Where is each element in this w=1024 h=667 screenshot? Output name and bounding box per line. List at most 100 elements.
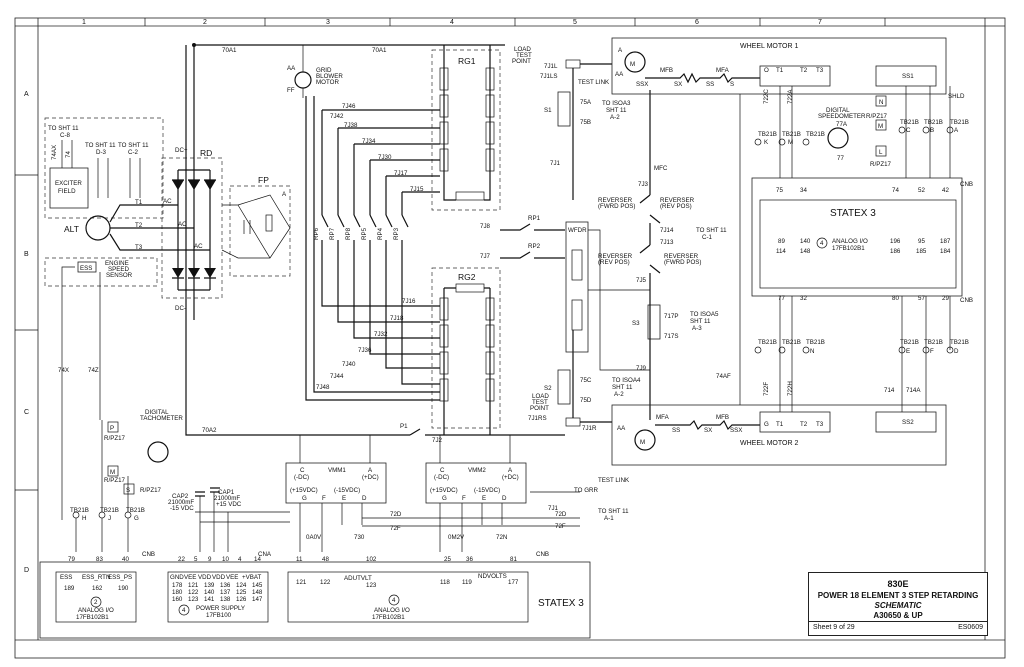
vmm2-label: VMM2 [468, 467, 486, 474]
wm2-t2: T2 [800, 421, 808, 428]
ps-vdd: VDD [198, 574, 212, 581]
wm1-sx: SX [674, 81, 682, 88]
title-model: 830E [887, 579, 909, 589]
wire-74x: 74X [58, 367, 69, 374]
bot-189: 189 [64, 585, 75, 592]
rev-fwd-a-1: REVERSER [598, 197, 633, 204]
speedo-n: N [879, 99, 883, 106]
cna-pin-4: 4 [238, 556, 242, 563]
ps-vee2: VEE [226, 574, 238, 581]
st-mid-114: 114 [776, 248, 786, 255]
wire-7j2: 7J2 [432, 437, 443, 444]
tb21b-mid [754, 346, 954, 354]
st-mid-95: 95 [918, 238, 925, 245]
s2-shunt [557, 369, 571, 405]
wire-74af: 74AF [716, 373, 731, 380]
tachometer-2: TACHOMETER [140, 415, 183, 422]
tb21b-6: TB21B [950, 119, 969, 126]
col-label-5: 5 [573, 19, 577, 26]
rpin-11: 11 [296, 556, 303, 563]
ltp-bot-1: LOAD [532, 393, 549, 400]
tb21b-2: TB21B [782, 131, 801, 138]
digital-speedometer [827, 127, 849, 149]
cna-pin-22: 22 [178, 556, 185, 563]
ps-160: 160 [172, 596, 183, 603]
wire-7j30: 7J30 [378, 154, 392, 161]
wm1-terminal-strip [759, 65, 831, 87]
to-grr-label: TO GRR [574, 487, 598, 494]
wm1-mfa: MFA [716, 67, 730, 74]
wire-7j42: 7J42 [330, 113, 344, 120]
st-mid-140: 140 [800, 238, 811, 245]
title-serial: A30650 & UP [873, 611, 923, 620]
to-sht-c2-1: TO SHT 11 [118, 142, 149, 149]
exciter-field-box [49, 167, 89, 209]
wheel-motor-1-symbol [624, 51, 646, 73]
engine-speed-1: ENGINE [105, 260, 129, 267]
to-sht-a1-2: A-1 [604, 515, 614, 522]
cna-pin-14: 14 [254, 556, 261, 563]
wire-7j46: 7J46 [342, 103, 356, 110]
ref-circle-analog-right [388, 594, 400, 606]
vmm1-label: VMM1 [328, 467, 346, 474]
r-pz17-tach-3: R/PZ17 [140, 487, 162, 494]
tb21b-11: TB21B [924, 339, 943, 346]
col-label-6: 6 [695, 19, 699, 26]
tb21b-12: TB21B [950, 339, 969, 346]
rl-119: 119 [462, 579, 472, 586]
wire-0m2v: 0M2V [448, 534, 465, 541]
power-supply-1: POWER SUPPLY [196, 605, 245, 612]
ess-rtn-label: ESS_RTN [82, 574, 110, 581]
tb21b-14: TB21B [100, 507, 119, 514]
wire-72d: 72D [390, 511, 402, 518]
cnb-bot-right: CNB [536, 551, 549, 558]
mfc-label: MFC [654, 165, 668, 172]
st-bot-77: 77 [778, 295, 785, 302]
fp-filter-boundary [229, 185, 291, 277]
analog-io-bot-1: ANALOG I/O [78, 607, 114, 614]
rp5-label: RP5 [361, 227, 368, 240]
row-label-a: A [24, 91, 29, 98]
cap2-2: 21000mF [168, 499, 194, 506]
to-sht-d3-2: D-3 [96, 149, 107, 156]
grid-blower-2: BLOWER [316, 73, 343, 80]
wire-75c: 75C [580, 377, 592, 384]
wire-70a2: 70A2 [202, 427, 217, 434]
tb-m-top: M [788, 139, 793, 146]
ss2-box [875, 411, 937, 433]
vmm2-neg-dc: (-DC) [434, 474, 449, 481]
wm2-aa: AA [617, 425, 626, 432]
tb21b-8: TB21B [782, 339, 801, 346]
ps-122: 122 [188, 589, 199, 596]
title-footer: Sheet 9 of 29 ES0609 [809, 621, 987, 635]
ess-ps-label: ESS_PS [108, 574, 132, 581]
vmm1-pos15: (+15VDC) [290, 487, 318, 494]
col-label-1: 1 [82, 19, 86, 26]
st-top-34: 34 [800, 187, 807, 194]
st-bot-57: 57 [918, 295, 925, 302]
to-sht-c1-1: TO SHT 11 [696, 227, 727, 234]
wfdr-box [565, 221, 589, 353]
wire-722f: 722F [763, 382, 770, 396]
wheel-motor-2-label: WHEEL MOTOR 2 [740, 440, 798, 447]
wm2-sx: SX [704, 427, 712, 434]
wm1-ss: SS [706, 81, 714, 88]
ac-label-3: AC [194, 243, 203, 250]
dc-pos-label: DC+ [175, 147, 188, 154]
st-mid-186: 186 [890, 248, 901, 255]
cna-label: CNA [258, 551, 272, 558]
isoa5-2: SHT 11 [690, 318, 711, 325]
st-mid-184: 184 [940, 248, 951, 255]
ss2-label: SS2 [902, 419, 914, 426]
wire-75a: 75A [580, 99, 592, 106]
ess-label: ESS [80, 265, 92, 272]
wire-70a1-right: 70A1 [372, 47, 387, 54]
wire-722a: 722A [787, 89, 794, 104]
wm1-t3: T3 [816, 67, 824, 74]
to-sht-c8-1: TO SHT 11 [48, 125, 79, 132]
wm1-aa: AA [615, 71, 624, 78]
wire-7j1rs: 7J1RS [528, 415, 547, 422]
tb21b-4: TB21B [900, 119, 919, 126]
col-label-2: 2 [203, 19, 207, 26]
ps-labels: GND VEE VDD VDD VEE +VBAT 178 121 139 13… [170, 574, 263, 603]
